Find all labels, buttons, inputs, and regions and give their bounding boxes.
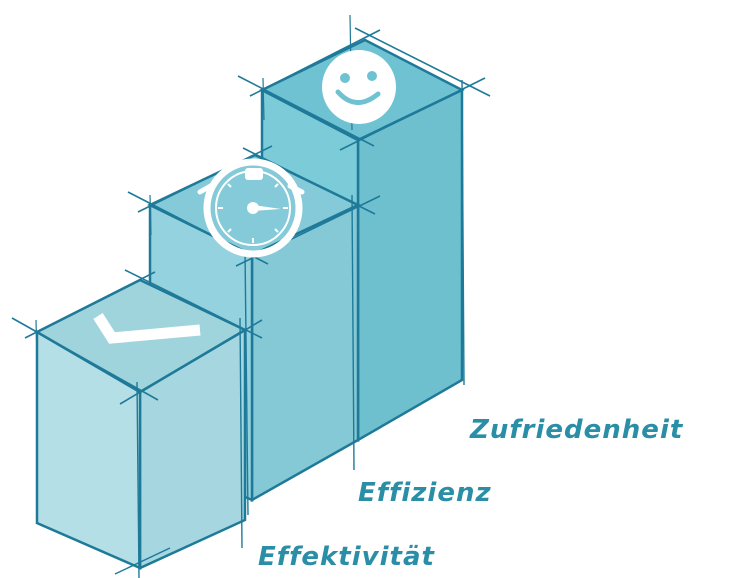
checkmark-icon [93,313,201,344]
step-satisfaction-right [356,88,464,443]
label-efficiency: Effizienz [358,478,492,508]
label-satisfaction: Zufriedenheit [469,415,684,445]
step-effectiveness [11,269,263,578]
label-effectiveness: Effektivität [258,542,435,572]
stopwatch-icon [197,158,305,258]
smiley-icon [322,50,396,124]
